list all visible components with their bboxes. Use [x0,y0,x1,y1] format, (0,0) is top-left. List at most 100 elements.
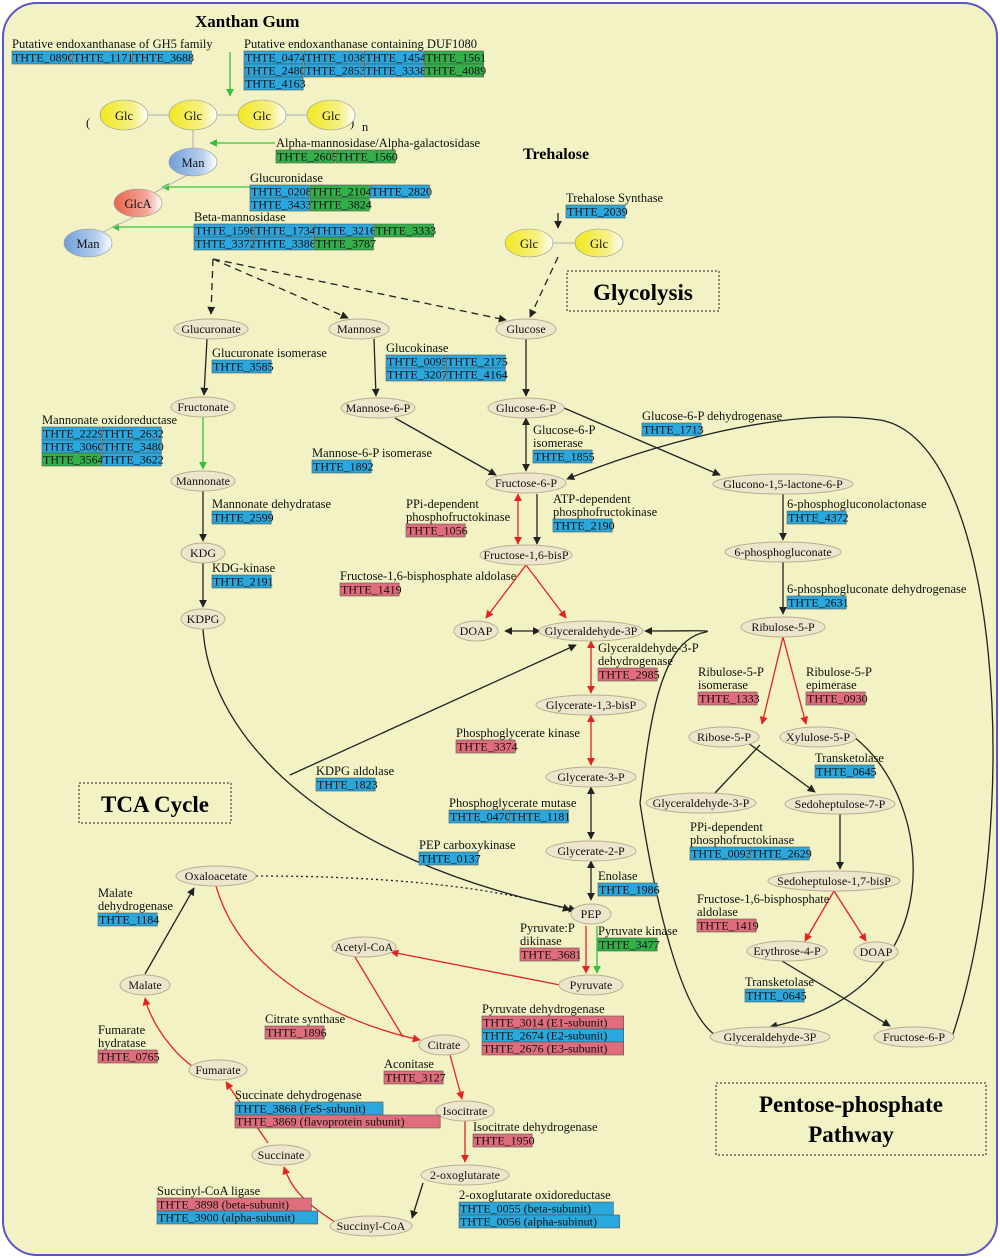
enzyme-name: Trehalose Synthase [566,191,664,205]
enzyme-name: Putative endoxanthanase of GH5 family [12,37,213,51]
gene-tag: THTE_3681 [519,948,582,962]
gene-id: THTE_0055 (beta-subunit) [460,1202,591,1216]
gene-id: THTE_1896 [266,1026,327,1040]
enzyme-name: Alpha-mannosidase/Alpha-galactosidase [276,136,481,150]
metabolite-ru5p: Ribulose-5-P [740,616,826,638]
metabolite-label: Citrate [428,1038,461,1052]
enzyme-name: Citrate synthase [265,1012,346,1026]
gene-id: THTE_1419 [698,919,759,933]
metabolite-label: Acetyl-CoA [335,940,394,954]
enzyme-name: Phosphoglycerate kinase [456,726,580,740]
gene-id: THTE_3787 [315,237,376,251]
tca-title: TCA Cycle [101,792,209,817]
gene-tag: THTE_4164 [445,368,508,382]
enzyme-name: Isocitrate dehydrogenase [473,1120,598,1134]
gene-id: THTE_3207 [387,368,448,382]
enzyme-name: phosphofructokinase [553,505,658,519]
enzyme-name: aldolase [697,905,738,919]
metabolite-g2p: Glycerate-2-P [545,840,637,862]
gene-id: THTE_1596 [195,224,256,238]
metabolite-label: PEP [581,907,602,921]
gene-tag: THTE_3333 [374,224,436,238]
gene-id: THTE_3480 [103,440,164,454]
gene-id: THTE_3564 [43,453,104,467]
metabolite-pgluconate: 6-phosphogluconate [724,541,842,563]
enzyme-name: Aconitase [384,1057,434,1071]
sugar-man-1: Man [168,147,218,177]
gene-tag: THTE_2820 [369,185,432,199]
metabolite-label: Malate [128,978,161,992]
gene-id: THTE_2676 (E3-subunit) [483,1042,607,1056]
reaction-arrow [833,890,867,942]
xanthan-title: Xanthan Gum [195,12,299,31]
enzyme-atp-pfk: ATP-dependentphosphofructokinaseTHTE_219… [552,492,658,533]
gene-id: THTE_2599 [213,511,274,525]
gene-id: THTE_2480 [245,64,306,78]
gene-tag: THTE_2605 [275,150,338,164]
sugar-glc-2: Glc [168,99,218,131]
gene-tag: THTE_3433 [249,198,312,212]
metabolite-label: Succinate [258,1148,305,1162]
gene-tag: THTE_1454 [363,51,426,65]
gene-tag: THTE_3900 (alpha-subunit) [156,1211,319,1225]
metabolite-mannonate: Mannonate [170,470,236,492]
metabolite-succinate: Succinate [251,1144,311,1166]
metabolite-x5p: Xylulose-5-P [779,726,857,748]
gene-tag: THTE_2676 (E3-subunit) [481,1042,624,1056]
gene-id: THTE_2631 [788,596,849,610]
reaction-arrow [207,258,216,315]
sugar-glc-3: Glc [237,99,287,131]
ppp-title-line1: Pentose-phosphate [759,1092,943,1117]
metabolite-label: Glycerate-2-P [557,844,625,858]
sugar-glc-label: Glc [590,237,609,251]
metabolite-oaa: Oxaloacetate [175,865,257,887]
sugar-glca-label: GlcA [124,197,151,211]
gene-tag: THTE_2190 [552,519,615,533]
enzyme-name: Pyruvate:P [520,921,575,935]
reaction-arrow [449,1054,464,1100]
metabolite-fumarate: Fumarate [188,1059,248,1081]
gene-tag: THTE_0930 [805,692,868,706]
reaction-arrow [782,636,809,725]
gene-id: THTE_1561 [425,51,486,65]
metabolite-label: Glucose-6-P [496,401,556,415]
gene-id: THTE_3374 [457,740,518,754]
gene-id: THTE_1950 [474,1134,535,1148]
gene-tag: THTE_3216 [313,224,376,238]
metabolite-label: 2-oxoglutarate [430,1168,500,1182]
metabolite-acoa: Acetyl-CoA [331,936,397,958]
gene-tag: THTE_4163 [243,77,306,91]
metabolite-g3pglyc: Glycerate-3-P [545,766,637,788]
enzyme-name: Mannose-6-P isomerase [312,446,432,460]
metabolite-fructonate: Fructonate [170,396,236,418]
metabolite-s7p: Sedoheptulose-7-P [784,793,896,815]
metabolite-label: Glucose [506,322,545,336]
gene-tag: THTE_2853 [303,64,366,78]
metabolite-label: Isocitrate [443,1104,488,1118]
section-titles: Xanthan Gum Trehalose Glycolysis TCA Cyc… [78,12,987,1156]
enzyme-gh5: Putative endoxanthanase of GH5 familyTHT… [11,37,213,65]
gene-id: THTE_2191 [213,575,274,589]
gene-tag: THTE_1333 [697,692,760,706]
enzyme-fba: Fructose-1,6-bisphosphate aldolaseTHTE_1… [339,569,517,597]
gene-tag: THTE_1986 [597,883,660,897]
enzyme-name: ATP-dependent [553,492,631,506]
reaction-arrow [525,564,567,619]
gene-tag: THTE_1950 [472,1134,535,1148]
reaction-arrow [212,258,349,319]
gene-id: THTE_2820 [371,185,432,199]
gene-tag: THTE_0093 [689,847,752,861]
gene-id: THTE_1855 [534,450,595,464]
enzyme-name: Putative endoxanthanase containing DUF10… [244,37,477,51]
gene-tag: THTE_3824 [309,198,372,212]
gene-id: THTE_0470 [450,810,511,824]
metabolite-succoa: Succinyl-CoA [329,1215,413,1237]
